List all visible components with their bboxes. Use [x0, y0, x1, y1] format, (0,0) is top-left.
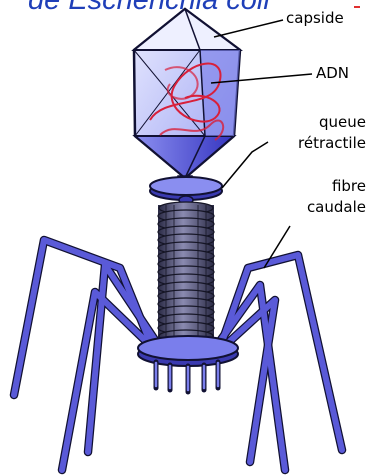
- label-fiber-line2: caudale: [307, 197, 366, 217]
- label-dna: ADN: [316, 63, 349, 83]
- label-tail-line2: rétractile: [298, 133, 366, 153]
- tail-sheath: [158, 202, 214, 342]
- label-tail-line1: queue: [319, 112, 366, 132]
- title-marker: [354, 6, 360, 8]
- collar: [150, 177, 222, 204]
- label-fiber-line1: fibre: [332, 176, 366, 196]
- baseplate: [138, 336, 238, 366]
- diagram-title: de Escherichia coli: [28, 0, 270, 17]
- label-capsid: capside: [286, 8, 344, 28]
